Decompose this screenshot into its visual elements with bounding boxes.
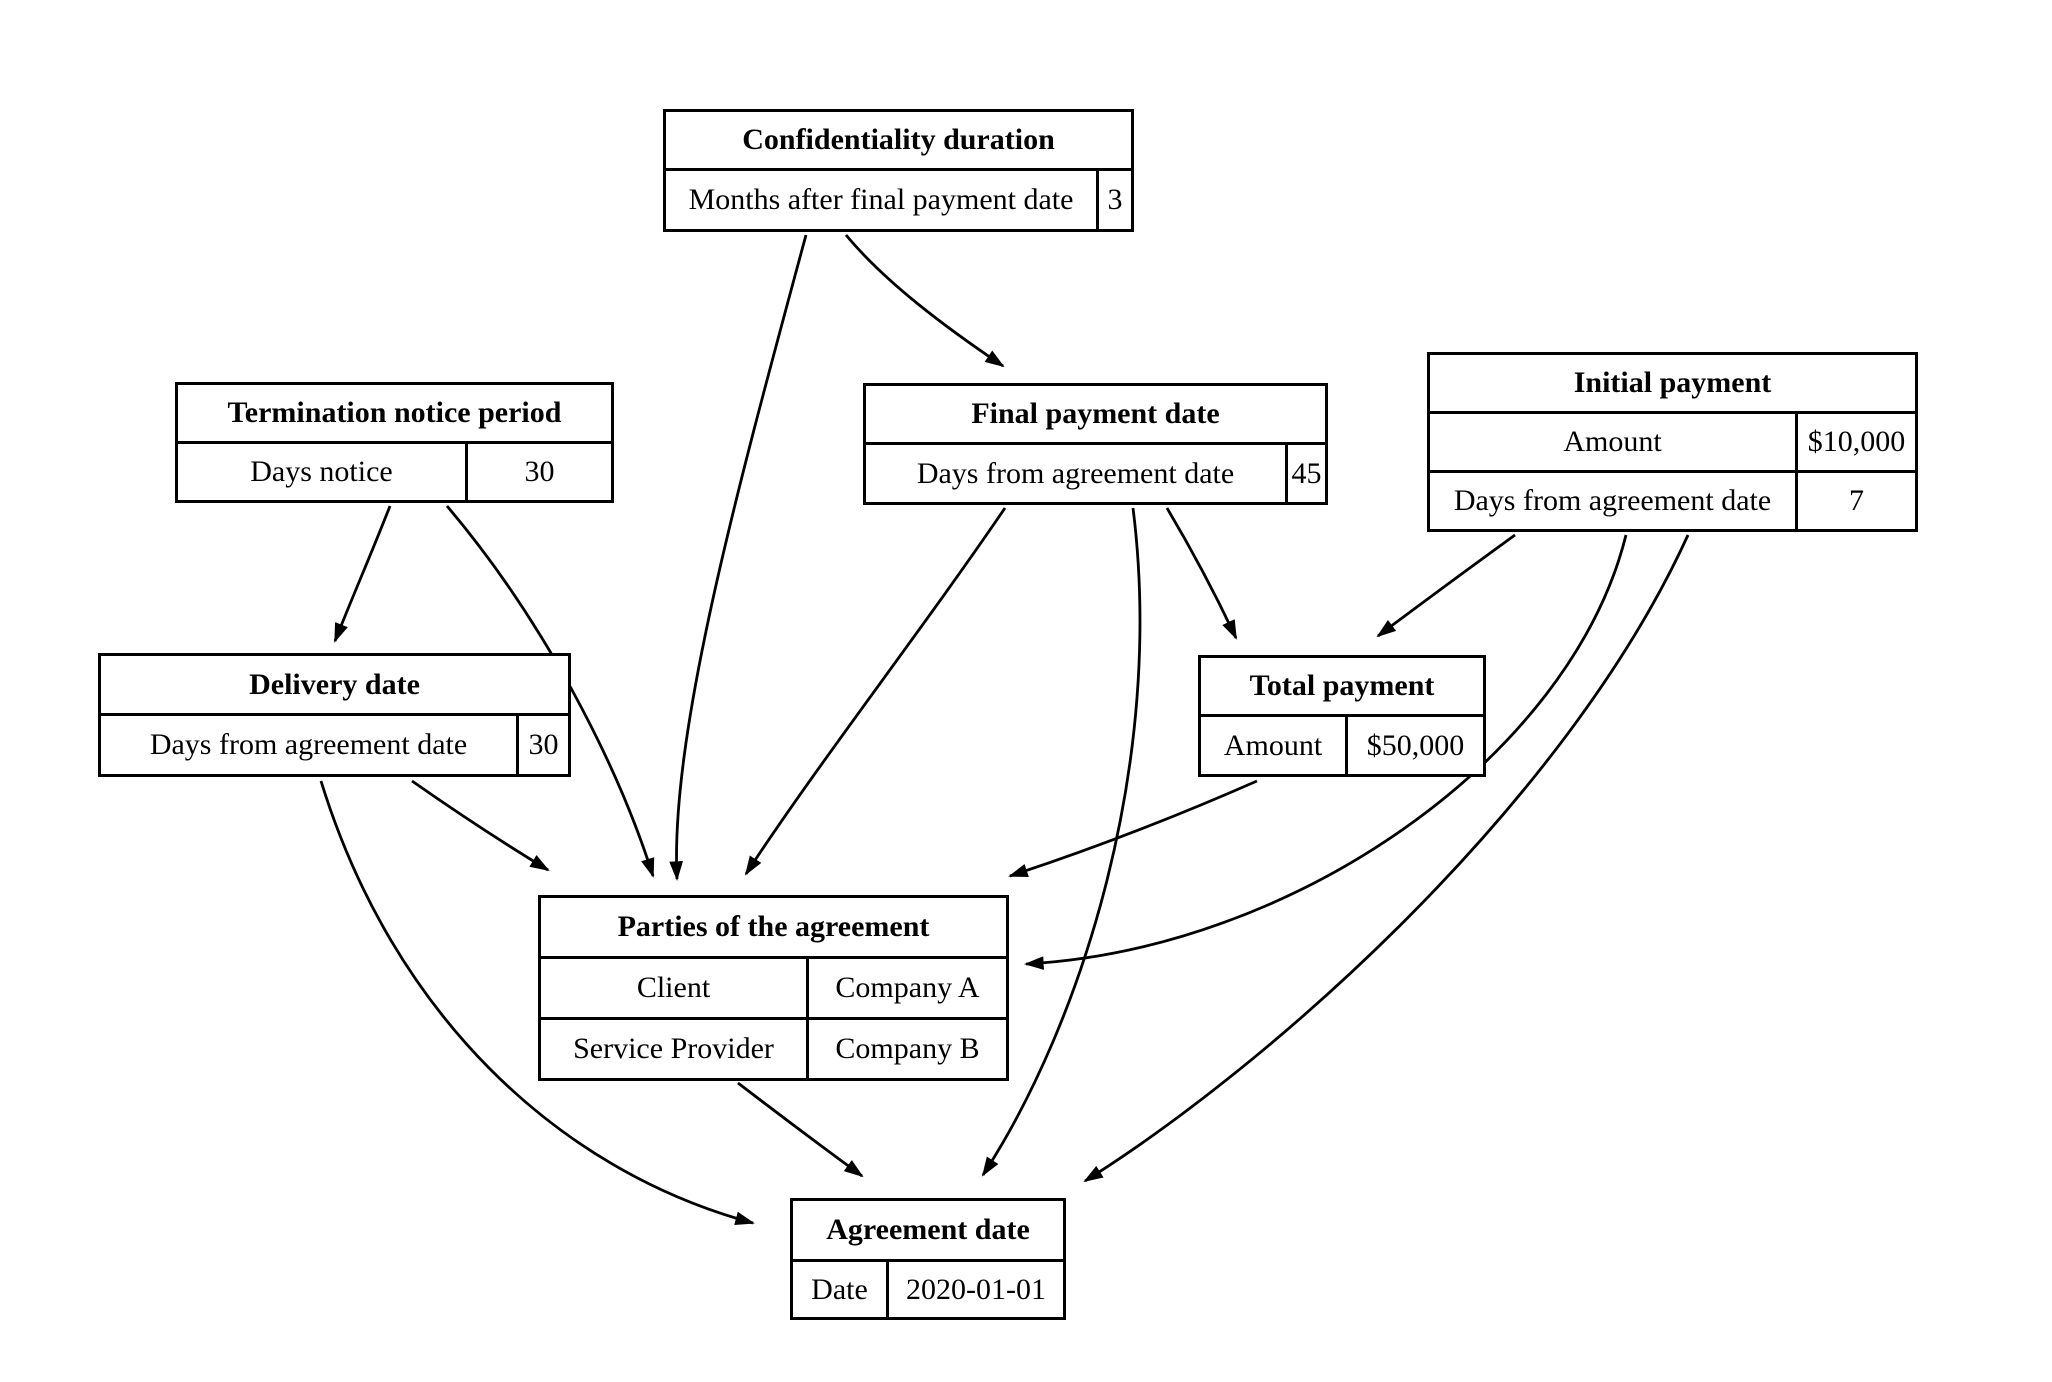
row-label: Days notice [178,444,468,500]
edge-parties-of-the-agreement-to-agreement-date [737,1081,864,1178]
row-label: Days from agreement date [101,716,519,774]
row-label: Amount [1201,717,1348,774]
node-row: Amount $10,000 [1430,411,1915,470]
node-title: Confidentiality duration [742,123,1055,156]
row-value: $10,000 [1807,425,1906,458]
node-title: Total payment [1249,669,1435,702]
node-row: Date 2020-01-01 [793,1259,1063,1317]
row-value: 3 [1107,183,1123,216]
edge-initial-payment-to-agreement-date [1083,534,1690,1183]
edge-total-payment-to-parties-of-the-agreement [1008,779,1258,878]
row-label: Date [793,1262,889,1317]
node-row: Amount $50,000 [1201,714,1483,774]
row-label: Amount [1430,414,1798,470]
edge-initial-payment-to-parties-of-the-agreement [1024,534,1628,970]
node-title: Initial payment [1573,366,1772,399]
node-title: Parties of the agreement [617,910,930,943]
row-value: 30 [528,728,559,761]
node-row: Service Provider Company B [541,1017,1006,1078]
edge-delivery-date-to-parties-of-the-agreement [411,779,550,872]
node-row: Days notice 30 [178,441,611,500]
edge-final-payment-date-to-total-payment [1165,507,1238,640]
edge-final-payment-date-to-agreement-date [981,507,1142,1177]
row-value: 2020-01-01 [906,1272,1046,1306]
node-row: Days from agreement date 7 [1430,470,1915,529]
row-value: Company A [835,971,980,1004]
edge-delivery-date-to-agreement-date [319,780,755,1226]
row-label: Service Provider [541,1020,809,1078]
row-label: Days from agreement date [866,445,1288,502]
node-row: Client Company A [541,956,1006,1017]
edge-final-payment-date-to-parties-of-the-agreement [744,507,1007,876]
node-title: Termination notice period [227,396,562,429]
node-title: Agreement date [826,1213,1030,1246]
edge-termination-notice-period-to-delivery-date [333,505,392,643]
row-label: Months after final payment date [666,171,1099,229]
edge-confidentiality-duration-to-parties-of-the-agreement [669,234,808,881]
row-value: 30 [524,455,555,488]
node-title: Final payment date [971,397,1220,430]
row-value: 7 [1849,484,1864,517]
edge-termination-notice-period-to-parties-of-the-agreement [445,505,655,878]
edge-initial-payment-to-total-payment [1376,533,1516,638]
row-value: $50,000 [1366,728,1465,762]
row-label: Days from agreement date [1430,473,1798,529]
row-value: 45 [1291,456,1322,490]
edge-confidentiality-duration-to-final-payment-date [844,234,1005,368]
row-value: Company B [835,1032,980,1065]
node-title: Delivery date [249,667,420,701]
row-label: Client [541,959,809,1017]
node-row: Days from agreement date 30 [101,713,568,774]
